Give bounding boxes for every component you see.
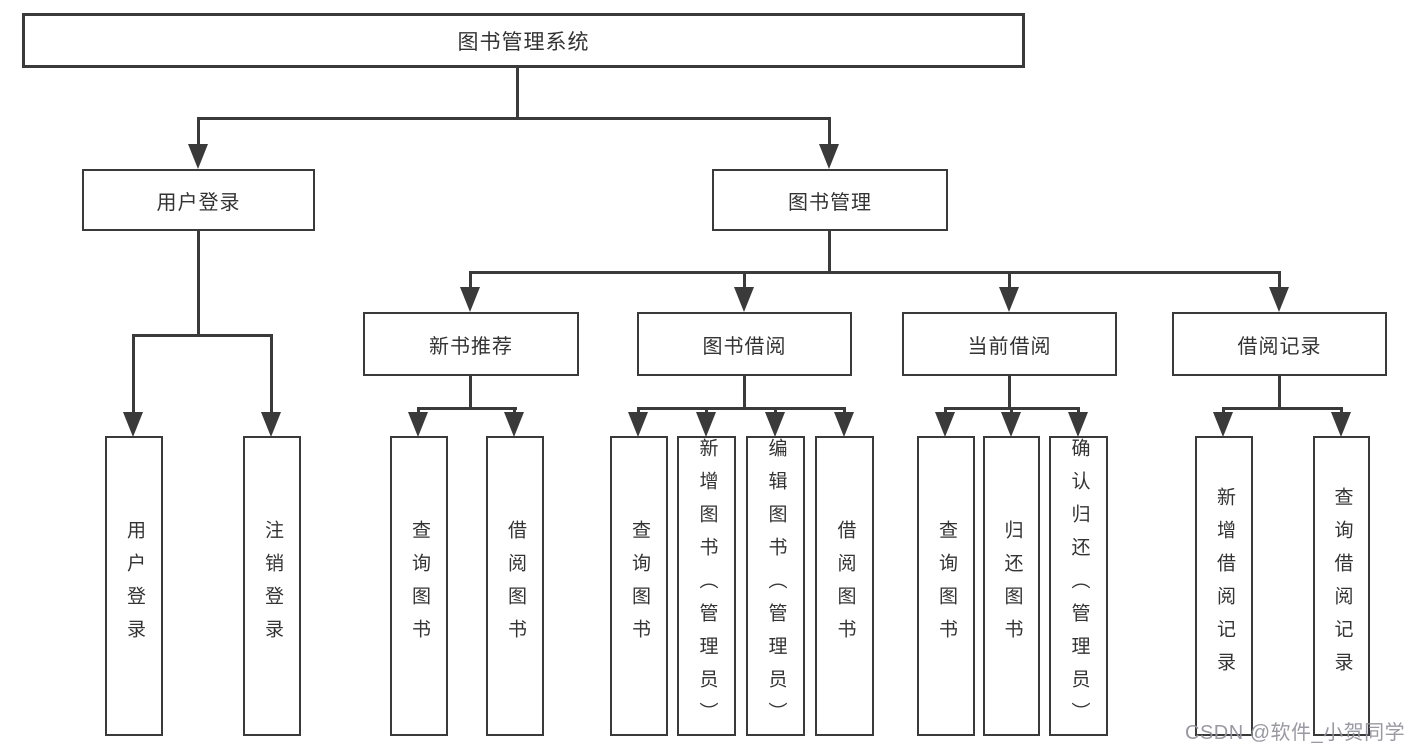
node-leaf-bb-edit-books-admin-label: 编辑图书（管理员）: [765, 438, 787, 735]
node-root: 图书管理系统: [22, 13, 1025, 68]
connector-drop-current-borrow: [1008, 271, 1011, 291]
connector-book-borrow-branch: [637, 407, 846, 410]
node-leaf-cb-return-books-label: 归还图书: [1001, 520, 1023, 652]
csdn-watermark: CSDN @软件_小贺同学: [1185, 722, 1405, 744]
arrowhead-bb-add: [696, 412, 716, 437]
node-leaf-bb-edit-books-admin: 编辑图书（管理员）: [746, 436, 805, 736]
node-leaf-user-login-label: 用户登录: [123, 520, 145, 652]
arrowhead-nb-query: [408, 412, 428, 437]
node-current-borrow-label: 当前借阅: [967, 335, 1052, 358]
node-leaf-nb-query-books: 查询图书: [390, 436, 448, 736]
node-leaf-bb-query-books: 查询图书: [610, 436, 668, 736]
connector-new-book-stem: [469, 374, 472, 409]
arrowhead-user-login-leaf: [123, 412, 143, 437]
node-leaf-user-login: 用户登录: [105, 436, 163, 736]
connector-drop-user-login: [197, 117, 200, 149]
node-leaf-logout-label: 注销登录: [261, 520, 283, 652]
node-leaf-bb-add-books-admin-label: 新增图书（管理员）: [696, 438, 718, 735]
node-leaf-bb-borrow-books: 借阅图书: [815, 436, 874, 736]
arrowhead-logout-leaf: [261, 412, 281, 437]
node-leaf-br-query-record-label: 查询借阅记录: [1331, 487, 1353, 685]
connector-borrow-records-branch: [1222, 407, 1343, 410]
connector-user-login-stem: [197, 231, 200, 336]
connector-root-stem: [516, 66, 519, 119]
node-root-label: 图书管理系统: [457, 30, 590, 54]
node-leaf-cb-confirm-return-admin-label: 确认归还（管理员）: [1068, 438, 1090, 735]
arrowhead-cb-return: [1001, 412, 1021, 437]
node-leaf-cb-confirm-return-admin: 确认归还（管理员）: [1049, 436, 1108, 736]
connector-level2-branch: [469, 271, 1281, 274]
connector-drop-new-book: [469, 271, 472, 291]
arrowhead-current-borrow: [999, 287, 1019, 312]
arrowhead-book-borrow: [734, 287, 754, 312]
arrowhead-bb-borrow: [834, 412, 854, 437]
node-book-management-label: 图书管理: [788, 191, 872, 214]
arrowhead-book-management: [819, 144, 839, 169]
connector-book-management-stem: [828, 231, 831, 273]
node-leaf-bb-add-books-admin: 新增图书（管理员）: [677, 436, 736, 736]
node-leaf-cb-return-books: 归还图书: [983, 436, 1040, 736]
node-user-login: 用户登录: [82, 169, 315, 231]
connector-level1-branch: [197, 117, 831, 120]
node-book-management: 图书管理: [712, 169, 948, 231]
arrowhead-new-book: [460, 287, 480, 312]
node-book-borrow-label: 图书借阅: [702, 335, 787, 358]
arrowhead-br-query: [1331, 412, 1351, 437]
node-leaf-cb-query-books: 查询图书: [917, 436, 975, 736]
node-leaf-nb-borrow-books: 借阅图书: [486, 436, 544, 736]
node-leaf-bb-borrow-books-label: 借阅图书: [834, 520, 856, 652]
node-leaf-br-add-record: 新增借阅记录: [1195, 436, 1253, 736]
arrowhead-cb-query: [935, 412, 955, 437]
arrowhead-bb-query: [628, 412, 648, 437]
node-leaf-nb-query-books-label: 查询图书: [408, 520, 430, 652]
arrowhead-user-login: [188, 144, 208, 169]
connector-drop-user-login-leaf: [132, 334, 135, 416]
node-leaf-nb-borrow-books-label: 借阅图书: [504, 520, 526, 652]
arrowhead-nb-borrow: [504, 412, 524, 437]
node-leaf-logout: 注销登录: [243, 436, 301, 736]
node-borrow-records-label: 借阅记录: [1237, 335, 1322, 358]
connector-borrow-records-stem: [1278, 374, 1281, 409]
connector-drop-book-management: [828, 117, 831, 149]
connector-new-book-branch: [417, 407, 517, 410]
node-user-login-label: 用户登录: [156, 191, 241, 214]
connector-drop-borrow-records: [1278, 271, 1281, 291]
arrowhead-cb-confirm: [1068, 412, 1088, 437]
connector-drop-logout-leaf: [270, 334, 273, 416]
connector-user-login-branch: [132, 334, 273, 337]
connector-drop-book-borrow: [743, 271, 746, 291]
connector-book-borrow-stem: [743, 374, 746, 409]
node-borrow-records: 借阅记录: [1172, 312, 1387, 376]
node-new-book-recommend: 新书推荐: [363, 312, 579, 376]
connector-current-borrow-stem: [1008, 374, 1011, 409]
arrowhead-br-add: [1213, 412, 1233, 437]
node-leaf-bb-query-books-label: 查询图书: [628, 520, 650, 652]
node-leaf-br-add-record-label: 新增借阅记录: [1213, 487, 1235, 685]
node-book-borrow: 图书借阅: [637, 312, 852, 376]
arrowhead-borrow-records: [1269, 287, 1289, 312]
arrowhead-bb-edit: [765, 412, 785, 437]
node-leaf-cb-query-books-label: 查询图书: [935, 520, 957, 652]
node-current-borrow: 当前借阅: [902, 312, 1117, 376]
node-leaf-br-query-record: 查询借阅记录: [1313, 436, 1370, 736]
node-new-book-recommend-label: 新书推荐: [429, 335, 513, 358]
